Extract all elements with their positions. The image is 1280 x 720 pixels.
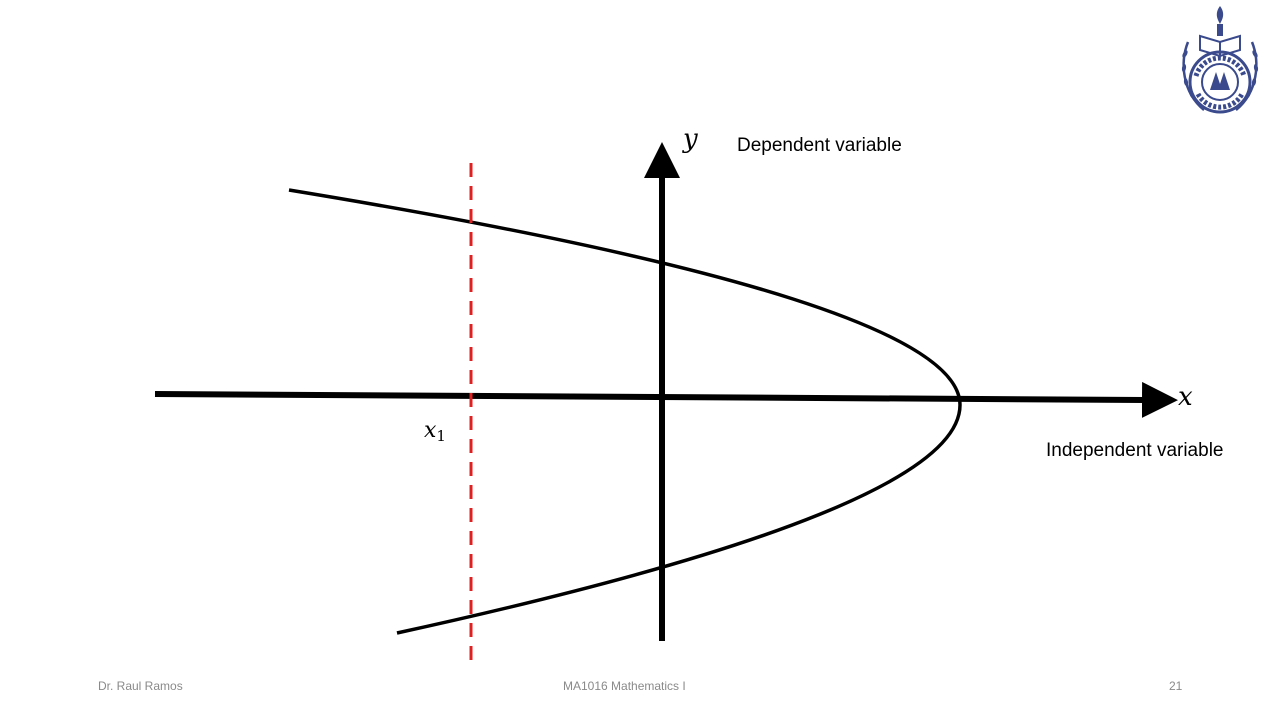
x-axis-symbol: x (1178, 382, 1193, 412)
tec-de-monterrey-seal-icon (1181, 6, 1259, 114)
x1-label: x1 (424, 418, 446, 445)
footer-page-number: 21 (1169, 679, 1183, 693)
x-axis (154, 381, 1178, 418)
y-axis-caption: Dependent variable (737, 135, 902, 156)
footer-course: MA1016 Mathematics I (563, 679, 686, 693)
x-axis-caption: Independent variable (1046, 440, 1224, 461)
x1-base: x (424, 418, 437, 443)
x1-subscript: 1 (436, 427, 446, 445)
y-axis-symbol: y (683, 124, 698, 154)
footer-author: Dr. Raul Ramos (98, 679, 183, 693)
parabola-curve (288, 188, 962, 635)
